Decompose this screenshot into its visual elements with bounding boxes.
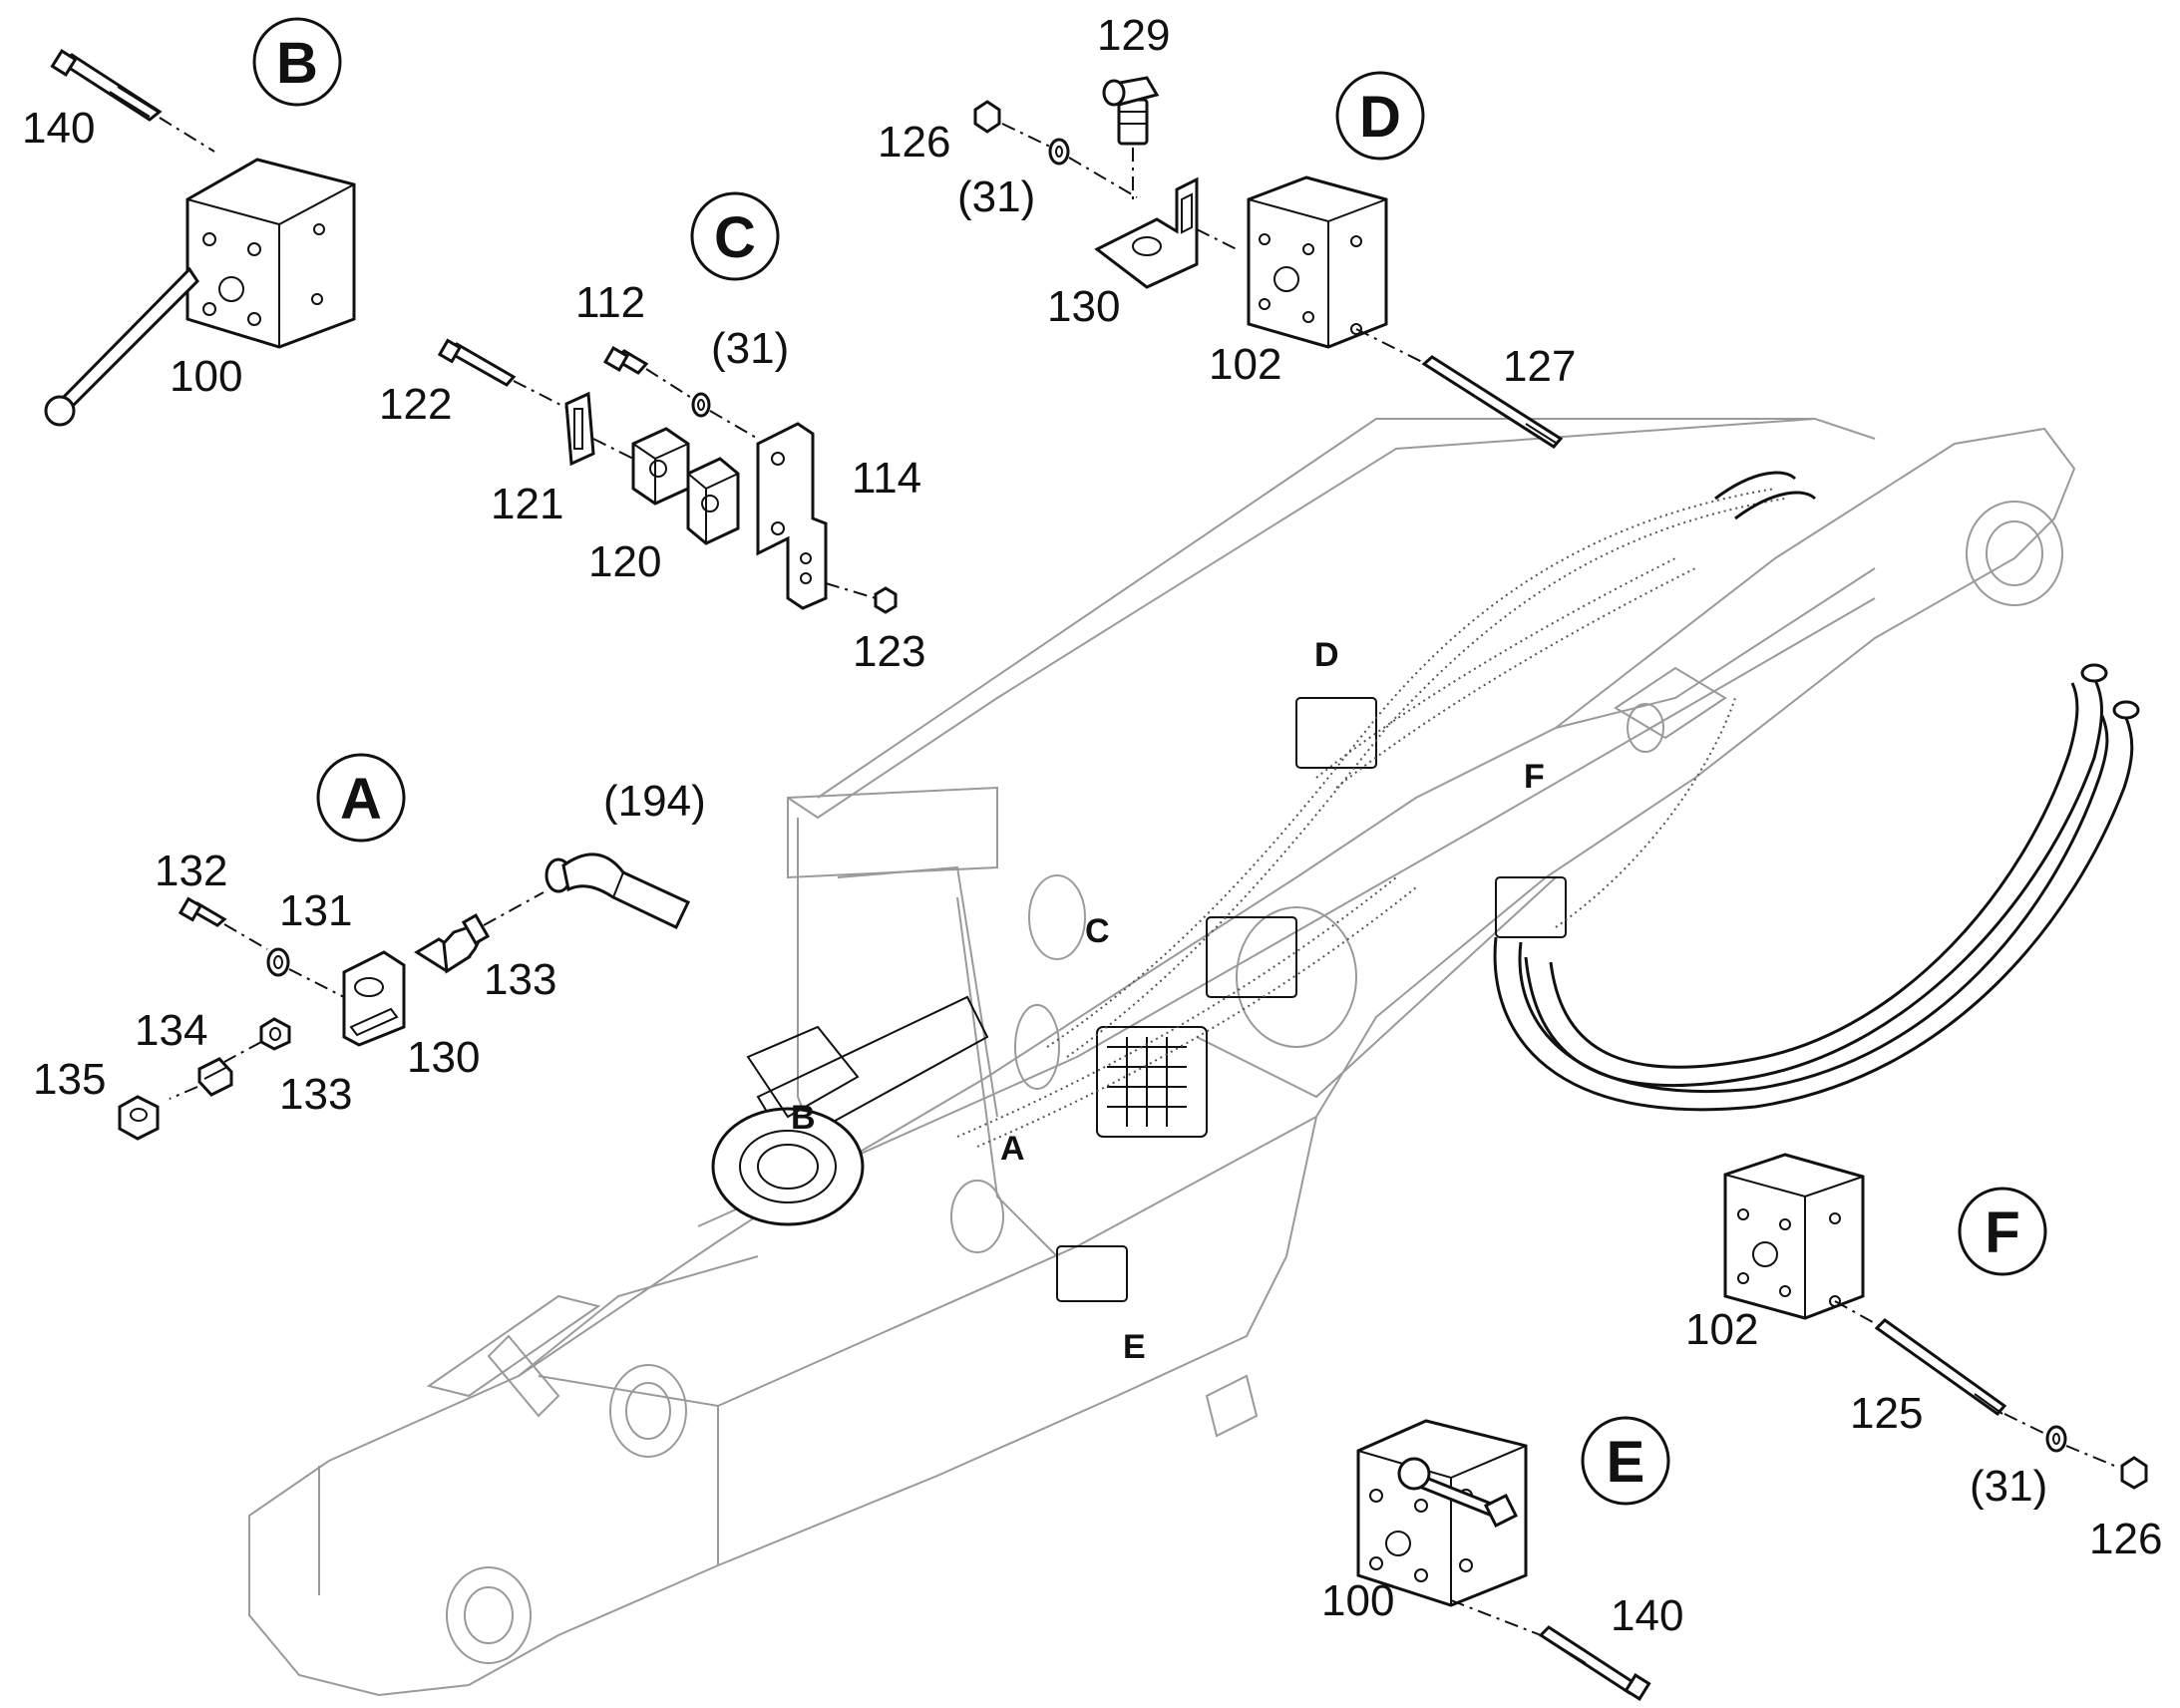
detail-badge-b: B	[276, 31, 318, 96]
label-125: 125	[1850, 1389, 1923, 1438]
label-120: 120	[588, 537, 661, 586]
bracket-114-icon	[756, 422, 828, 610]
detail-badge-a: A	[340, 767, 382, 832]
adapter-133-top-icon	[414, 913, 491, 974]
nut-133-bottom-icon	[259, 1017, 291, 1051]
label-102: 102	[1685, 1305, 1758, 1354]
detail-d: D 129 126 (31) 130	[878, 11, 1576, 449]
valve-block-100-icon	[185, 158, 356, 349]
bracket-130-a-icon	[342, 950, 406, 1047]
label-114: 114	[852, 454, 921, 503]
location-marker-b: B	[791, 1099, 816, 1137]
location-marker-f: F	[1524, 758, 1545, 796]
nut-126-icon	[973, 100, 1001, 134]
stud-125-icon	[1874, 1318, 2007, 1417]
valve-block-102-f-icon	[1723, 1153, 1865, 1320]
label-132: 132	[155, 847, 227, 895]
detail-a: A (1	[33, 753, 706, 1141]
label-102: 102	[1209, 340, 1281, 389]
detail-badge-d: D	[1359, 85, 1401, 150]
label-140: 140	[22, 104, 95, 153]
plug-134-icon	[197, 1057, 233, 1097]
label-135: 135	[33, 1055, 106, 1104]
detail-b: B 140 100	[22, 17, 356, 427]
detail-c: C 112 (31) 122 121 120 114	[379, 191, 925, 676]
label-31: (31)	[1970, 1462, 2047, 1511]
washer-31-icon	[691, 392, 711, 418]
label-130: 130	[407, 1033, 480, 1082]
label-122: 122	[379, 380, 452, 429]
label-112: 112	[575, 278, 645, 327]
label-129: 129	[1097, 11, 1170, 60]
location-marker-d: D	[1314, 636, 1339, 674]
label-194: (194)	[603, 777, 706, 826]
elbow-fitting-129-icon	[1102, 76, 1160, 146]
label-127: 127	[1503, 342, 1576, 391]
boom-assembly	[248, 418, 2140, 1697]
label-31: (31)	[711, 324, 789, 373]
nut-126-f-icon	[2120, 1456, 2148, 1490]
label-126: 126	[878, 118, 950, 167]
label-140: 140	[1611, 1591, 1683, 1640]
detail-badge-c: C	[714, 205, 756, 270]
washer-31-d-icon	[1048, 138, 1070, 166]
location-markers: A B C D E F	[791, 636, 1545, 1366]
detail-badge-f: F	[1985, 1200, 2019, 1265]
label-131: 131	[279, 886, 352, 935]
bracket-130-icon	[1094, 176, 1199, 289]
label-31: (31)	[957, 172, 1035, 221]
location-marker-e: E	[1123, 1328, 1146, 1366]
label-100: 100	[170, 352, 242, 401]
clamp-half-120b-icon	[686, 457, 740, 545]
label-121: 121	[491, 480, 563, 528]
detail-f: F 102 125 (31) 126	[1685, 1153, 2162, 1563]
hose-194-icon	[545, 853, 691, 929]
washer-131-icon	[266, 947, 290, 977]
location-marker-a: A	[1000, 1130, 1025, 1168]
clamp-plate-121-icon	[564, 391, 595, 467]
detail-badge-e: E	[1607, 1430, 1645, 1495]
clamp-half-120a-icon	[631, 427, 690, 506]
label-130: 130	[1047, 282, 1120, 331]
detail-e: E 100 140	[1321, 1416, 1683, 1701]
location-marker-c: C	[1085, 912, 1110, 950]
label-100: 100	[1321, 1576, 1394, 1625]
label-126: 126	[2089, 1515, 2162, 1563]
label-134: 134	[135, 1006, 207, 1055]
washer-31-f-icon	[2045, 1425, 2067, 1453]
label-133-bottom: 133	[279, 1070, 352, 1119]
valve-block-102-icon	[1247, 175, 1388, 349]
label-133-top: 133	[484, 955, 556, 1004]
nut-135-icon	[118, 1095, 160, 1141]
nut-123-icon	[874, 586, 898, 614]
label-123: 123	[853, 627, 925, 676]
